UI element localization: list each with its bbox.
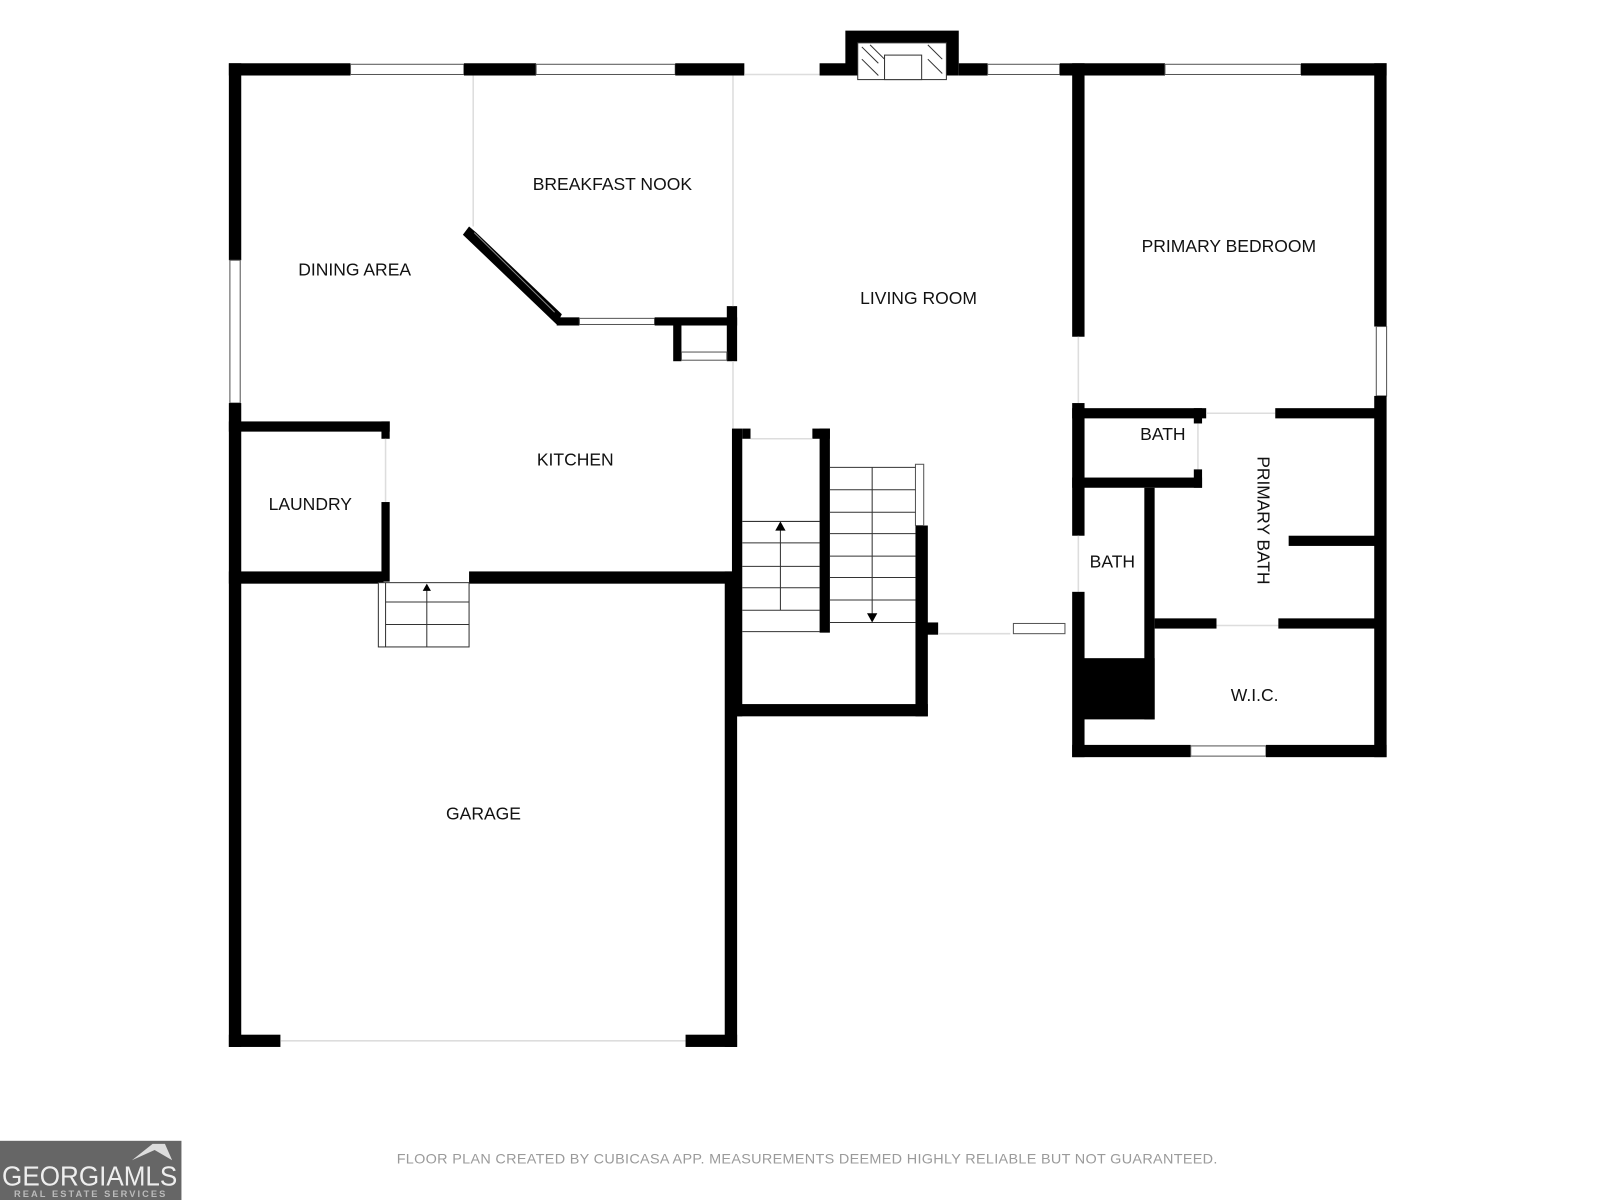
label-living-room: LIVING ROOM — [860, 288, 977, 308]
label-bath-upper: BATH — [1140, 424, 1185, 444]
georgia-mls-logo: GEORGIAMLS REAL ESTATE SERVICES — [0, 1140, 182, 1200]
label-primary-bedroom: PRIMARY BEDROOM — [1142, 236, 1316, 256]
footer-disclaimer: FLOOR PLAN CREATED BY CUBICASA APP. MEAS… — [397, 1151, 1218, 1167]
label-bath-lower: BATH — [1090, 551, 1135, 571]
label-garage: GARAGE — [446, 803, 521, 823]
garage-entry-steps — [377, 582, 470, 648]
logo-wordmark: GEORGIAMLS — [2, 1161, 177, 1192]
label-primary-bath: PRIMARY BATH — [1254, 456, 1274, 584]
stairs-down — [829, 466, 916, 623]
label-dining-area: DINING AREA — [298, 260, 411, 280]
walls — [228, 30, 1388, 1047]
stairs-up — [742, 520, 820, 633]
room-labels: BREAKFAST NOOK DINING AREA LIVING ROOM P… — [269, 174, 1316, 823]
label-laundry: LAUNDRY — [269, 494, 353, 514]
arrow-down-icon — [867, 613, 878, 623]
logo-tagline: REAL ESTATE SERVICES — [14, 1189, 167, 1199]
label-breakfast-nook: BREAKFAST NOOK — [533, 174, 693, 194]
arrow-up-icon — [775, 521, 786, 531]
label-wic: W.I.C. — [1231, 685, 1279, 705]
fireplace — [845, 30, 959, 81]
label-kitchen: KITCHEN — [537, 449, 614, 469]
